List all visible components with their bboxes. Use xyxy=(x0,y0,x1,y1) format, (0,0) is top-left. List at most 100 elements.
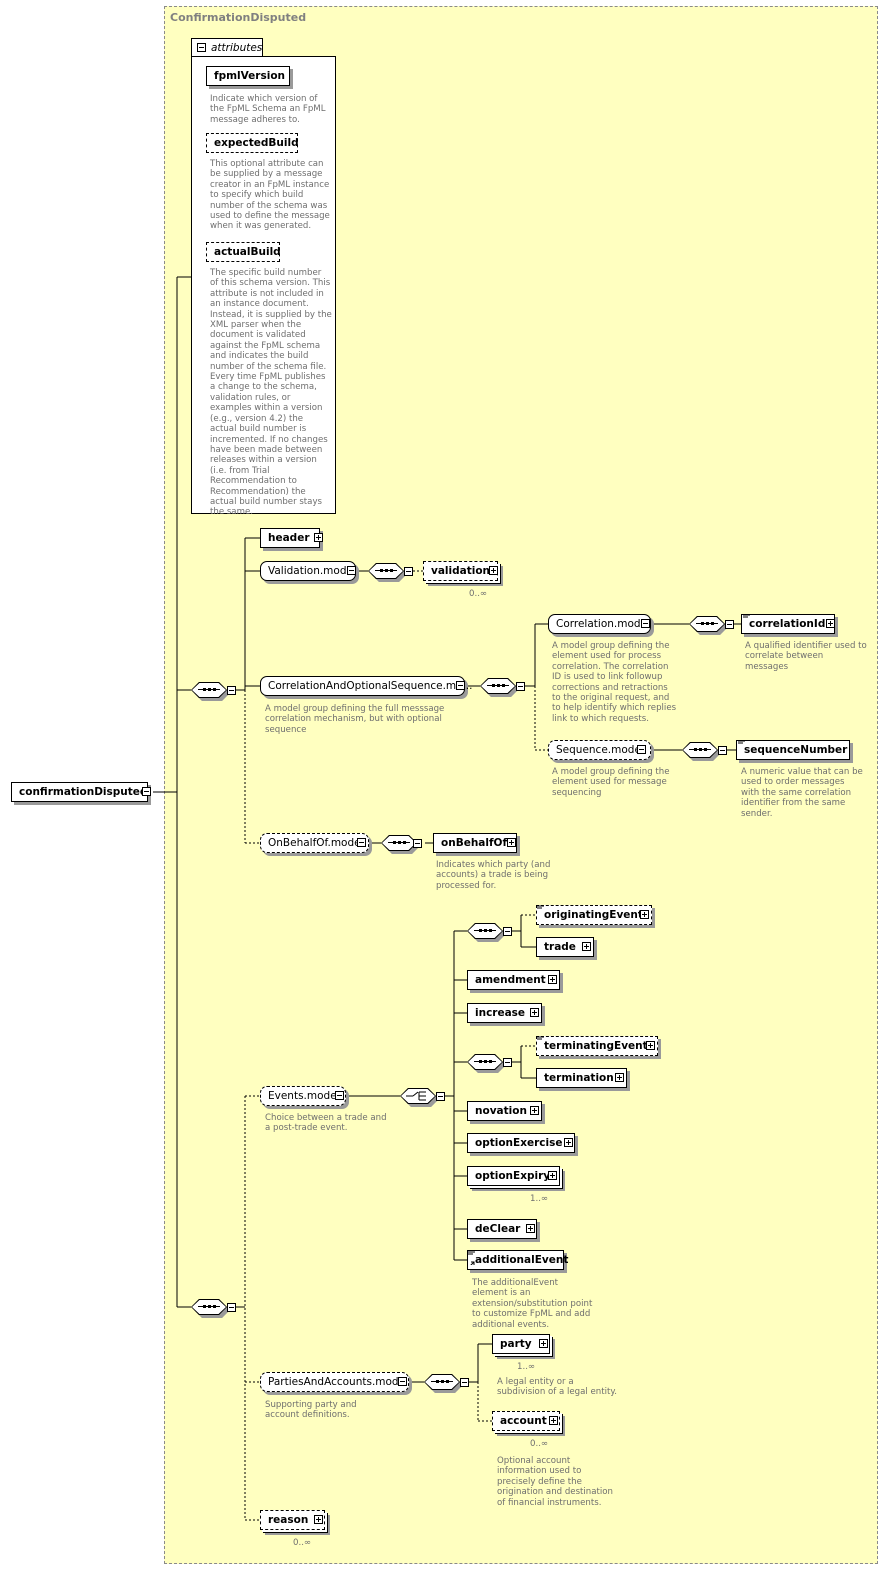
collapse-icon[interactable] xyxy=(436,1092,445,1101)
collapse-icon[interactable] xyxy=(357,838,366,847)
group-validation-model[interactable]: Validation.model xyxy=(260,561,356,581)
root-label: confirmationDisputed xyxy=(19,786,148,798)
element-account[interactable]: account xyxy=(492,1411,560,1431)
cardinality: 0..∞ xyxy=(469,589,488,599)
attribute-fpml-version[interactable]: fpmlVersion xyxy=(206,66,290,86)
expand-icon[interactable] xyxy=(582,942,591,951)
collapse-icon[interactable] xyxy=(718,746,727,755)
element-description: A qualified identifier used to correlate… xyxy=(745,641,867,672)
collapse-icon[interactable] xyxy=(516,682,525,691)
element-originating-event[interactable]: originatingEvent xyxy=(536,905,652,925)
element-reason[interactable]: reason xyxy=(260,1510,325,1530)
collapse-icon[interactable] xyxy=(641,619,650,628)
element-correlation-id[interactable]: correlationId xyxy=(741,614,835,634)
annotation-icon xyxy=(743,614,750,618)
collapse-icon[interactable] xyxy=(197,43,206,52)
collapse-icon[interactable] xyxy=(413,839,422,848)
collapse-icon[interactable] xyxy=(460,1378,469,1387)
expand-icon[interactable] xyxy=(615,1073,624,1082)
element-party[interactable]: party xyxy=(492,1334,550,1354)
annotation-icon xyxy=(537,905,544,909)
collapse-icon[interactable] xyxy=(456,681,465,690)
element-validation[interactable]: validation xyxy=(423,561,498,581)
collapse-icon[interactable] xyxy=(227,686,236,695)
expand-icon[interactable] xyxy=(826,619,835,628)
element-label: reason xyxy=(268,1514,309,1526)
element-de-clear[interactable]: deClear xyxy=(467,1219,537,1239)
root-element-confirmation-disputed[interactable]: confirmationDisputed xyxy=(11,782,148,802)
attribute-actual-build[interactable]: actualBuild xyxy=(206,242,281,262)
expand-icon[interactable] xyxy=(507,838,516,847)
expand-icon[interactable] xyxy=(640,910,649,919)
attribute-expected-build[interactable]: expectedBuild xyxy=(206,133,299,153)
collapse-icon[interactable] xyxy=(142,787,151,796)
attribute-name: expectedBuild xyxy=(214,137,299,149)
element-sequence-number[interactable]: sequenceNumber xyxy=(736,740,850,760)
collapse-icon[interactable] xyxy=(503,1058,512,1067)
group-label: Events.model xyxy=(268,1090,340,1102)
expand-icon[interactable] xyxy=(548,975,557,984)
element-label: additionalEvent xyxy=(475,1254,569,1266)
group-correlation-model[interactable]: Correlation.model xyxy=(548,614,651,634)
expand-icon[interactable] xyxy=(530,1106,539,1115)
collapse-icon[interactable] xyxy=(404,567,413,576)
substitution-icon xyxy=(468,1251,475,1265)
element-label: validation xyxy=(431,565,491,577)
group-label: CorrelationAndOptionalSequence.mo... xyxy=(268,680,473,692)
element-label: optionExercise xyxy=(475,1137,563,1149)
element-additional-event[interactable]: additionalEvent xyxy=(467,1250,568,1270)
group-events-model[interactable]: Events.model xyxy=(260,1086,346,1106)
element-label: optionExpiry xyxy=(475,1170,551,1182)
element-novation[interactable]: novation xyxy=(467,1101,542,1121)
cardinality: 1..∞ xyxy=(530,1194,549,1204)
attributes-tab[interactable]: attributes xyxy=(191,38,263,57)
attribute-name: fpmlVersion xyxy=(214,70,286,82)
element-amendment[interactable]: amendment xyxy=(467,970,560,990)
element-header[interactable]: header xyxy=(260,528,320,548)
group-description: A model group defining the element used … xyxy=(552,767,670,798)
element-terminating-event[interactable]: terminatingEvent xyxy=(536,1036,658,1056)
element-label: deClear xyxy=(475,1223,521,1235)
collapse-icon[interactable] xyxy=(335,1091,344,1100)
collapse-icon[interactable] xyxy=(637,745,646,754)
collapse-icon[interactable] xyxy=(503,927,512,936)
expand-icon[interactable] xyxy=(548,1171,557,1180)
expand-icon[interactable] xyxy=(489,566,498,575)
expand-icon[interactable] xyxy=(314,533,323,542)
attributes-panel xyxy=(191,56,336,514)
collapse-icon[interactable] xyxy=(347,566,356,575)
element-description: The additionalEvent element is an extens… xyxy=(472,1278,593,1330)
group-parties-and-accounts-model[interactable]: PartiesAndAccounts.model xyxy=(260,1372,409,1392)
collapse-icon[interactable] xyxy=(227,1303,236,1312)
expand-icon[interactable] xyxy=(646,1041,655,1050)
annotation-icon xyxy=(537,1036,544,1040)
expand-icon[interactable] xyxy=(314,1515,323,1524)
element-label: party xyxy=(500,1338,532,1350)
group-correlation-and-optional-sequence-model[interactable]: CorrelationAndOptionalSequence.mo... xyxy=(260,676,472,696)
expand-icon[interactable] xyxy=(539,1339,548,1348)
element-on-behalf-of[interactable]: onBehalfOf xyxy=(433,833,517,853)
element-option-exercise[interactable]: optionExercise xyxy=(467,1133,575,1153)
expand-icon[interactable] xyxy=(549,1416,558,1425)
collapse-icon[interactable] xyxy=(398,1377,407,1386)
element-option-expiry[interactable]: optionExpiry xyxy=(467,1166,560,1186)
element-termination[interactable]: termination xyxy=(536,1068,627,1088)
attribute-description: This optional attribute can be supplied … xyxy=(210,159,330,232)
expand-icon[interactable] xyxy=(530,1008,539,1017)
cardinality: 0..∞ xyxy=(293,1538,312,1548)
element-label: amendment xyxy=(475,974,546,986)
element-increase[interactable]: increase xyxy=(467,1003,542,1023)
group-label: Validation.model xyxy=(268,565,356,577)
element-label: novation xyxy=(475,1105,527,1117)
element-label: trade xyxy=(544,941,576,953)
element-description: Indicates which party (and accounts) a t… xyxy=(436,860,551,891)
element-description: A legal entity or a subdivision of a leg… xyxy=(497,1377,617,1398)
expand-icon[interactable] xyxy=(564,1138,573,1147)
element-trade[interactable]: trade xyxy=(536,937,594,957)
group-sequence-model[interactable]: Sequence.model xyxy=(548,740,651,760)
collapse-icon[interactable] xyxy=(725,620,734,629)
expand-icon[interactable] xyxy=(526,1224,535,1233)
group-on-behalf-of-model[interactable]: OnBehalfOf.model xyxy=(260,833,369,853)
element-label: header xyxy=(268,532,310,544)
